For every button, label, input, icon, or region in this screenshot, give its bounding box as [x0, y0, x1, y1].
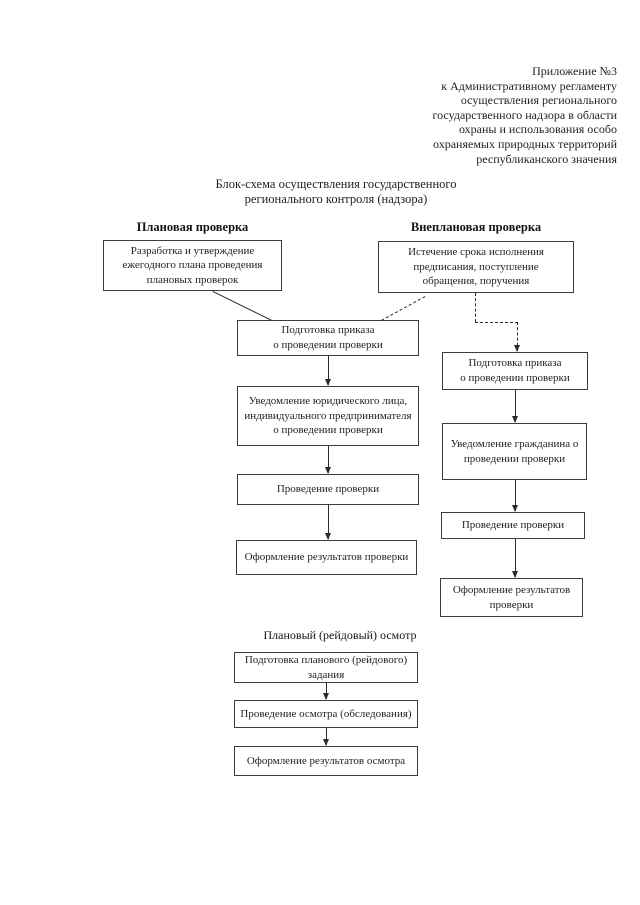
flow-box-unplanned-notification: Уведомление гражданина о проведении пров… — [442, 423, 587, 480]
flow-box-planned-notification: Уведомление юридического лица, индивидуа… — [237, 386, 419, 446]
diagram-title: Блок-схема осуществления государственног… — [215, 177, 457, 206]
connector-unplanned-elbow-arrow — [514, 322, 520, 352]
connector-unplanned-elbow-horizontal — [475, 322, 518, 323]
arrow-raid-task-to-survey — [323, 683, 329, 700]
arrow-unplanned-notification-to-inspection — [512, 480, 518, 512]
flow-box-planned-results: Оформление результатов проверки — [236, 540, 417, 575]
arrow-planned-inspection-to-results — [325, 505, 331, 540]
flow-box-unplanned-order-preparation: Подготовка приказа о проведении проверки — [442, 352, 588, 390]
connector-unplanned-elbow-vertical — [475, 293, 476, 322]
flow-box-planned-annual-plan: Разработка и утверждение ежегодного план… — [103, 240, 282, 291]
connector-unplanned-diagonal — [381, 296, 426, 321]
flow-box-unplanned-results: Оформление результатов проверки — [440, 578, 583, 617]
flow-box-raid-survey: Проведение осмотра (обследования) — [234, 700, 418, 728]
arrow-unplanned-order-to-notification — [512, 390, 518, 423]
flow-box-planned-order-preparation: Подготовка приказа о проведении проверки — [237, 320, 419, 356]
branch-heading-raid: Плановый (рейдовый) осмотр — [263, 628, 417, 642]
flow-box-raid-task-preparation: Подготовка планового (рейдового) задания — [234, 652, 418, 683]
connector-planned-diagonal — [212, 291, 273, 322]
flow-box-unplanned-inspection: Проведение проверки — [441, 512, 585, 539]
arrow-unplanned-inspection-to-results — [512, 539, 518, 578]
flow-box-unplanned-trigger: Истечение срока исполнения предписания, … — [378, 241, 574, 293]
branch-heading-unplanned: Внеплановая проверка — [410, 220, 542, 234]
arrow-planned-order-to-notification — [325, 356, 331, 386]
flow-box-planned-inspection: Проведение проверки — [237, 474, 419, 505]
annex-reference: Приложение №3 к Административному реглам… — [432, 64, 618, 166]
arrow-raid-survey-to-results — [323, 728, 329, 746]
branch-heading-planned: Плановая проверка — [136, 220, 249, 234]
flow-box-raid-results: Оформление результатов осмотра — [234, 746, 418, 776]
arrow-planned-notification-to-inspection — [325, 446, 331, 474]
